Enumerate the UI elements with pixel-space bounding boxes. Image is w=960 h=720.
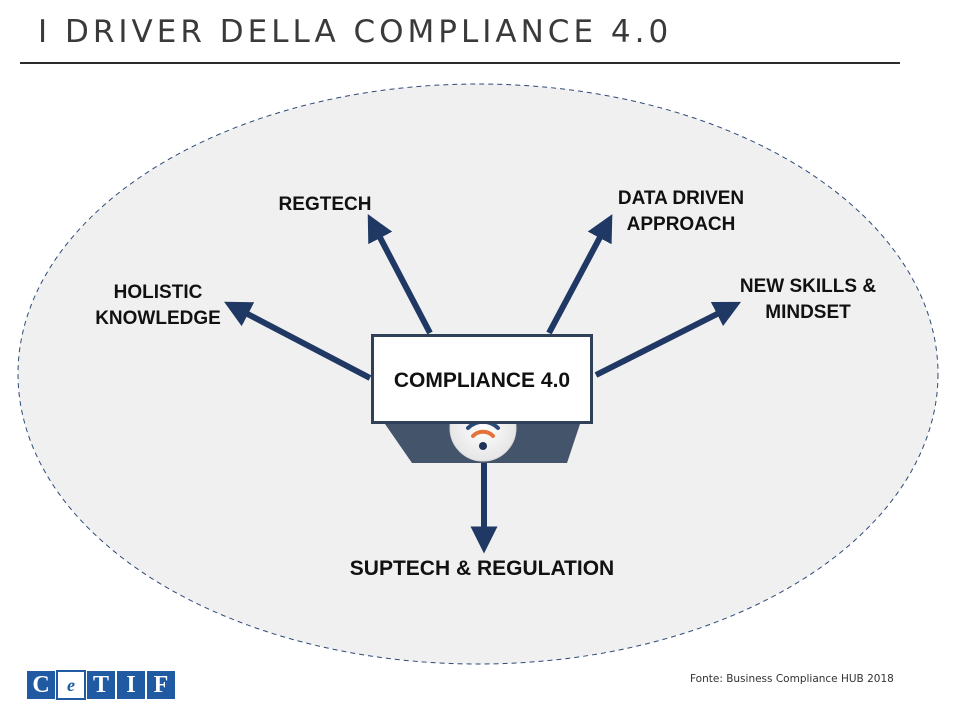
driver-data-line1: DATA DRIVEN	[617, 188, 745, 209]
driver-regtech-label: REGTECH	[278, 194, 372, 215]
logo-letter-i: I	[116, 670, 146, 700]
arrow-regtech	[367, 214, 433, 335]
arrow-new-skills	[594, 301, 742, 378]
driver-data-line2: APPROACH	[626, 214, 736, 235]
driver-suptech-regulation: SUPTECH & REGULATION	[322, 556, 642, 582]
driver-data-driven-approach: DATA DRIVEN APPROACH	[596, 186, 766, 238]
driver-regtech: REGTECH	[260, 192, 390, 218]
arrow-data-driven	[546, 214, 613, 335]
compliance-label: COMPLIANCE 4.0	[393, 369, 571, 392]
driver-holistic-line1: HOLISTIC	[113, 282, 203, 303]
driver-suptech-label: SUPTECH & REGULATION	[349, 557, 615, 580]
cetif-logo: C e T I F	[26, 670, 176, 700]
driver-skills-line2: MINDSET	[765, 302, 851, 323]
source-note: Fonte: Business Compliance HUB 2018	[690, 673, 894, 685]
title-underline	[20, 62, 900, 64]
driver-holistic-line2: KNOWLEDGE	[95, 308, 221, 329]
compliance-box: COMPLIANCE 4.0	[371, 334, 593, 424]
logo-letter-t: T	[86, 670, 116, 700]
logo-letter-e: e	[56, 670, 86, 700]
logo-letter-f: F	[146, 670, 176, 700]
driver-new-skills-mindset: NEW SKILLS & MINDSET	[726, 274, 890, 326]
arrow-holistic-knowledge	[224, 301, 372, 381]
driver-holistic-knowledge: HOLISTIC KNOWLEDGE	[88, 280, 228, 332]
driver-skills-line1: NEW SKILLS &	[739, 276, 877, 297]
logo-letter-c: C	[26, 670, 56, 700]
page-title: I DRIVER DELLA COMPLIANCE 4.0	[38, 14, 673, 50]
